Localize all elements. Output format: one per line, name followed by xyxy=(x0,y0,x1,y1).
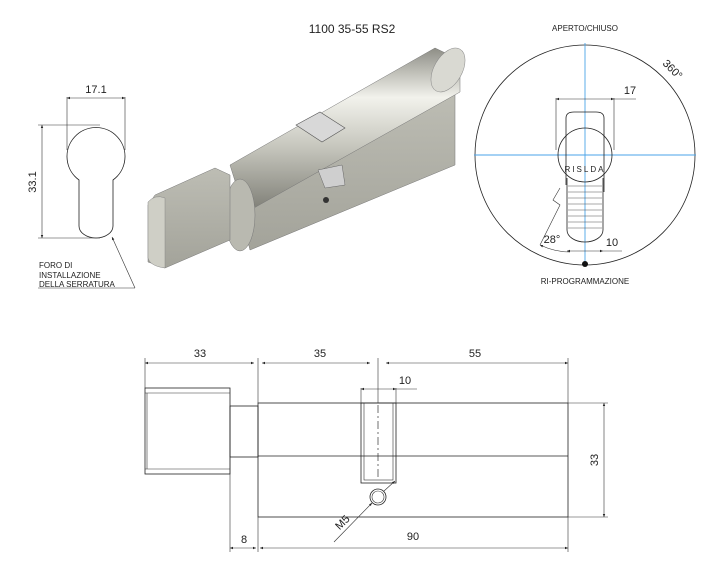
keyhole-view: 17.1 33.1 FORO DI INSTALLAZIONE DELLA SE… xyxy=(27,84,136,289)
neck-length-label: 8 xyxy=(241,534,247,546)
end-view: APERTO/CHIUSO 360° RISLDA 17 10 28° RI-P… xyxy=(474,24,696,286)
keyhole-height-label: 33.1 xyxy=(27,171,39,192)
knob-outline xyxy=(144,387,231,475)
outer-length-label: 55 xyxy=(469,348,481,360)
product-title: 1100 35-55 RS2 xyxy=(309,22,396,36)
cam xyxy=(566,178,604,243)
keyhole-width-label: 17.1 xyxy=(85,84,106,96)
height-label: 33 xyxy=(589,454,601,466)
plug-face xyxy=(557,127,613,183)
reprogramming-point xyxy=(582,261,588,267)
total-length-label: 90 xyxy=(407,531,419,543)
knob-length-label: 33 xyxy=(194,348,206,360)
side-view: 33 35 55 10 33 8 90 M5 xyxy=(144,348,608,552)
screw-label: M5 xyxy=(333,513,352,532)
cam-slot xyxy=(360,402,397,484)
note-line-3: DELLA SERRATURA xyxy=(39,280,116,289)
inner-length-label: 35 xyxy=(314,348,326,360)
open-close-label: APERTO/CHIUSO xyxy=(552,24,618,33)
cam-letters: RISLDA xyxy=(565,165,606,174)
cylinder-3d-render xyxy=(147,47,466,269)
neck-outline xyxy=(229,405,259,458)
angle-label: 28° xyxy=(544,234,561,246)
keyhole-outline xyxy=(66,127,126,239)
cam-width-label: 10 xyxy=(606,237,618,249)
note-line-1: FORO DI xyxy=(39,261,72,270)
note-line-2: INSTALLAZIONE xyxy=(39,271,101,280)
end-width-label: 17 xyxy=(624,85,636,97)
reprogramming-label: RI-PROGRAMMAZIONE xyxy=(541,277,629,286)
cam-width-dim-label: 10 xyxy=(399,375,411,387)
body-outline xyxy=(257,402,569,518)
screw-hole xyxy=(369,488,387,506)
